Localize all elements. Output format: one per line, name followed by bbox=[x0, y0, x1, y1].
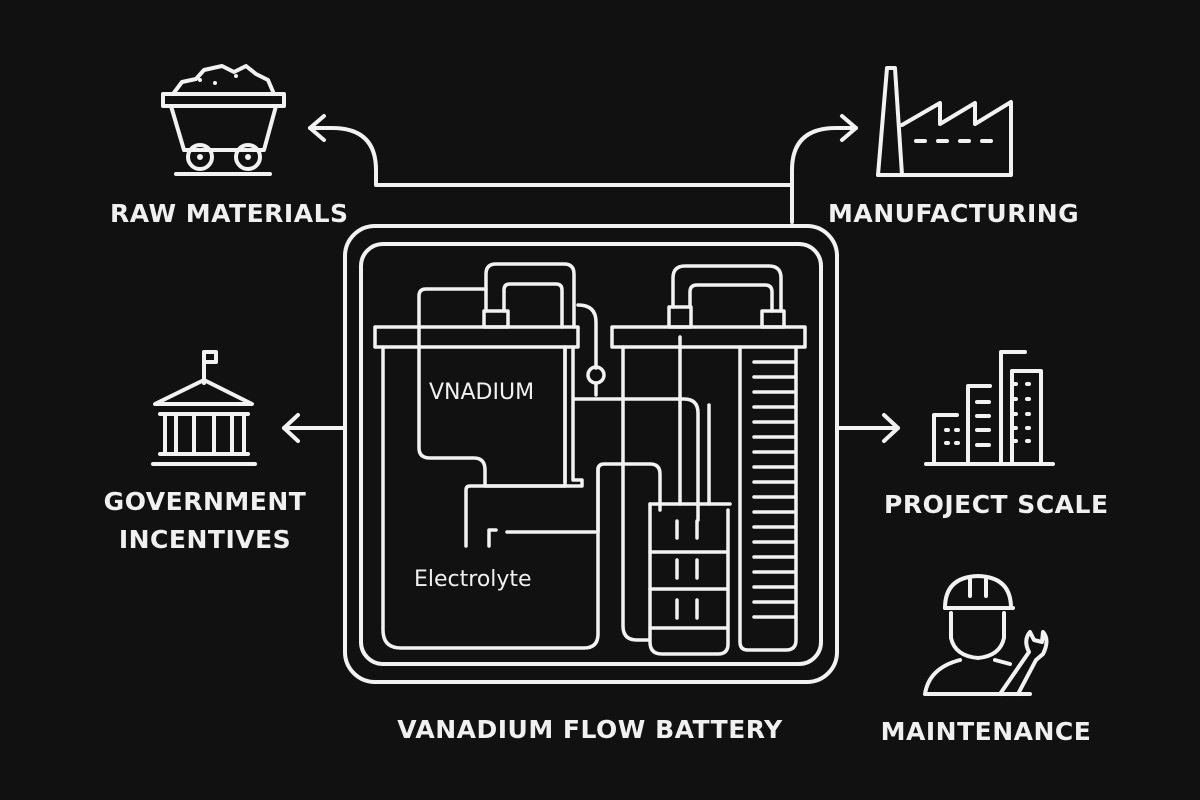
label-government-incentives-line2: INCENTIVES bbox=[118, 525, 292, 554]
buildings-icon bbox=[924, 350, 1055, 466]
mine-cart-icon bbox=[161, 64, 286, 176]
connector-raw-materials bbox=[308, 114, 794, 224]
worker-wrench-icon bbox=[923, 574, 1049, 696]
label-manufacturing: MANUFACTURING bbox=[828, 199, 1080, 228]
electrolyte-label: Electrolyte bbox=[414, 567, 532, 592]
battery-outer-frame bbox=[343, 224, 839, 684]
government-building-icon bbox=[151, 350, 257, 466]
battery-inner-frame bbox=[359, 242, 823, 666]
label-raw-materials: RAW MATERIALS bbox=[110, 199, 349, 228]
diagram-title: VANADIUM FLOW BATTERY bbox=[397, 715, 783, 744]
label-government-incentives-line1: GOVERNMENT bbox=[103, 487, 307, 516]
label-project-scale: PROJECT SCALE bbox=[884, 490, 1109, 519]
label-maintenance: MAINTENANCE bbox=[880, 717, 1092, 746]
connector-government-incentives bbox=[282, 413, 345, 443]
connector-manufacturing bbox=[790, 114, 858, 187]
factory-icon bbox=[876, 66, 1013, 177]
vanadium-tank bbox=[373, 262, 700, 650]
tank-label-vanadium: VNADIUM bbox=[429, 380, 535, 405]
electrode-rungs bbox=[752, 360, 797, 619]
connector-project-scale bbox=[835, 413, 900, 443]
cell-stack bbox=[610, 264, 807, 656]
